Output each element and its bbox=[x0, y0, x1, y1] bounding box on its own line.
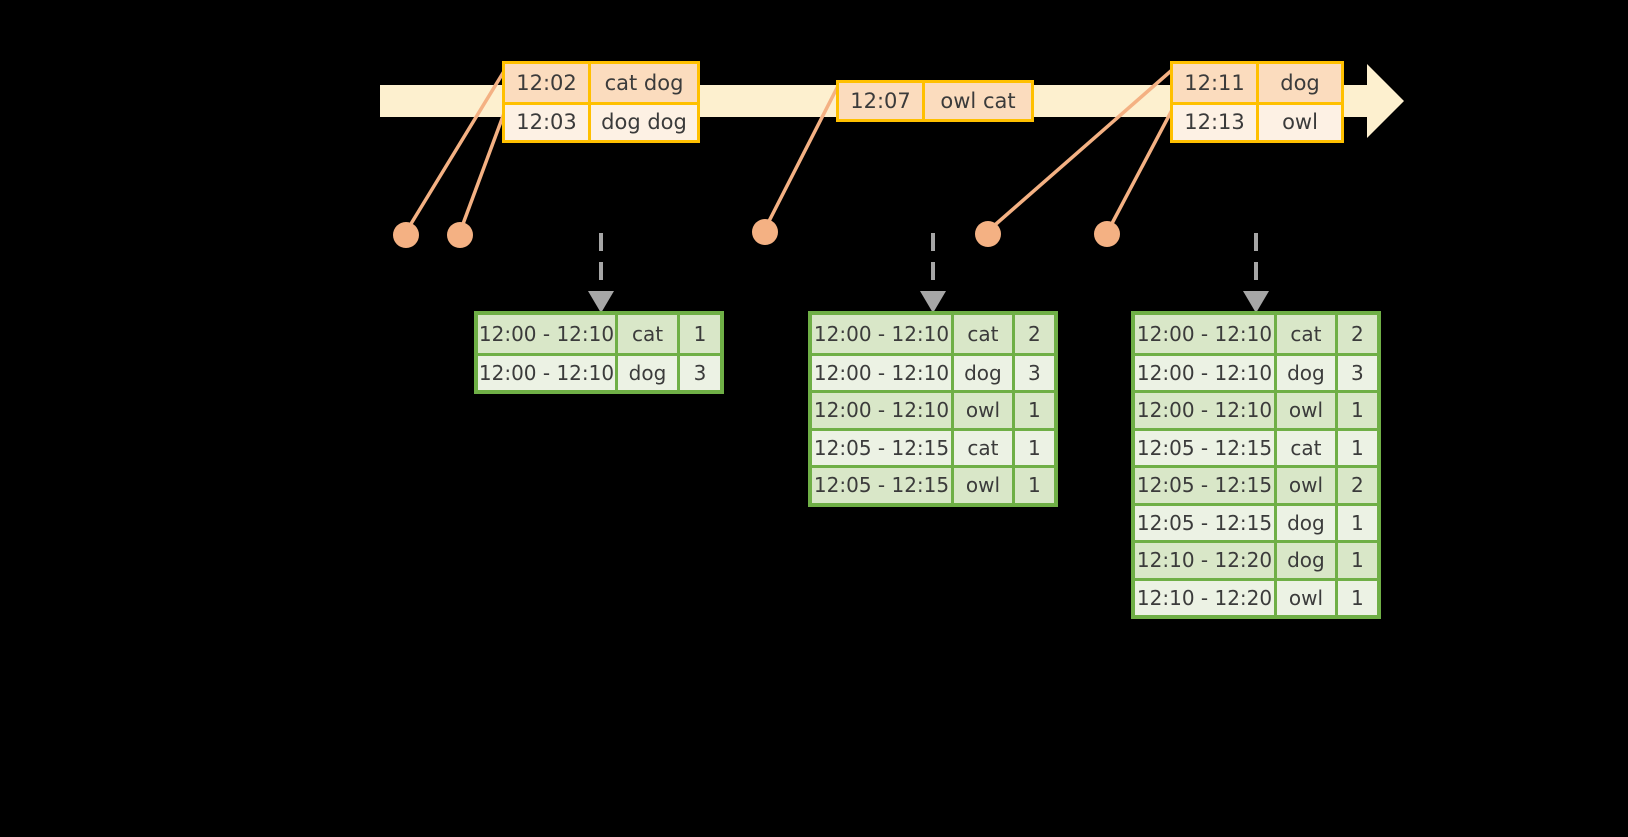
cell-count: 3 bbox=[1337, 355, 1377, 390]
cell-count: 2 bbox=[1014, 315, 1054, 353]
event-time: 12:07 bbox=[839, 83, 925, 119]
cell-key: dog bbox=[618, 355, 680, 390]
connector-line-5 bbox=[1106, 109, 1174, 232]
cell-window: 12:00 - 12:10 bbox=[812, 393, 955, 428]
cell-key: dog bbox=[1277, 505, 1338, 540]
cell-key: cat bbox=[1277, 430, 1338, 465]
table-row[interactable]: 12:05 - 12:15 cat 1 bbox=[812, 427, 1054, 465]
cell-key: owl bbox=[1277, 580, 1338, 615]
cell-window: 12:00 - 12:10 bbox=[812, 355, 955, 390]
result-table-3[interactable]: 12:00 - 12:10 cat 2 12:00 - 12:10 dog 3 … bbox=[1131, 311, 1381, 619]
cell-key: cat bbox=[954, 430, 1015, 465]
event-text: cat dog bbox=[591, 64, 697, 102]
table-row[interactable]: 12:00 - 12:10 dog 3 bbox=[812, 352, 1054, 390]
event-row[interactable]: 12:13 owl bbox=[1173, 101, 1341, 140]
cell-count: 1 bbox=[1014, 393, 1054, 428]
cell-window: 12:05 - 12:15 bbox=[812, 468, 955, 503]
event-dot-2 bbox=[447, 222, 473, 248]
table-row[interactable]: 12:00 - 12:10 cat 2 bbox=[1135, 315, 1377, 353]
cell-count: 1 bbox=[680, 315, 720, 353]
cell-key: owl bbox=[954, 393, 1015, 428]
event-text: owl cat bbox=[925, 83, 1031, 119]
event-dot-5 bbox=[1094, 221, 1120, 247]
cell-window: 12:00 - 12:10 bbox=[1135, 355, 1278, 390]
events-group-3[interactable]: 12:11 dog 12:13 owl bbox=[1170, 61, 1344, 143]
event-dot-1 bbox=[393, 222, 419, 248]
event-time: 12:13 bbox=[1173, 104, 1259, 140]
cell-window: 12:10 - 12:20 bbox=[1135, 543, 1278, 578]
result-table-2[interactable]: 12:00 - 12:10 cat 2 12:00 - 12:10 dog 3 … bbox=[808, 311, 1058, 507]
cell-key: cat bbox=[954, 315, 1015, 353]
events-group-1[interactable]: 12:02 cat dog 12:03 dog dog bbox=[502, 61, 700, 143]
connector-line-2 bbox=[458, 107, 508, 233]
events-group-2[interactable]: 12:07 owl cat bbox=[836, 80, 1034, 122]
table-row[interactable]: 12:00 - 12:10 cat 2 bbox=[812, 315, 1054, 353]
event-text: owl bbox=[1259, 104, 1341, 140]
cell-window: 12:05 - 12:15 bbox=[1135, 430, 1278, 465]
cell-window: 12:05 - 12:15 bbox=[812, 430, 955, 465]
table-row[interactable]: 12:10 - 12:20 dog 1 bbox=[1135, 540, 1377, 578]
result-table-1[interactable]: 12:00 - 12:10 cat 1 12:00 - 12:10 dog 3 bbox=[474, 311, 724, 394]
dashed-arrow-2 bbox=[920, 233, 946, 313]
cell-window: 12:00 - 12:10 bbox=[478, 315, 618, 353]
table-row[interactable]: 12:05 - 12:15 cat 1 bbox=[1135, 427, 1377, 465]
cell-count: 2 bbox=[1337, 468, 1377, 503]
table-row[interactable]: 12:00 - 12:10 dog 3 bbox=[478, 352, 720, 390]
table-row[interactable]: 12:00 - 12:10 owl 1 bbox=[812, 390, 1054, 428]
cell-window: 12:00 - 12:10 bbox=[1135, 315, 1278, 353]
cell-key: dog bbox=[1277, 543, 1338, 578]
event-time: 12:11 bbox=[1173, 64, 1259, 102]
dashed-arrows bbox=[588, 233, 1269, 313]
cell-key: owl bbox=[1277, 393, 1338, 428]
cell-key: dog bbox=[954, 355, 1015, 390]
table-row[interactable]: 12:05 - 12:15 dog 1 bbox=[1135, 502, 1377, 540]
cell-count: 1 bbox=[1337, 393, 1377, 428]
cell-count: 3 bbox=[1014, 355, 1054, 390]
cell-key: owl bbox=[954, 468, 1015, 503]
cell-count: 2 bbox=[1337, 315, 1377, 353]
connector-line-3 bbox=[763, 85, 840, 230]
cell-count: 1 bbox=[1337, 580, 1377, 615]
cell-window: 12:10 - 12:20 bbox=[1135, 580, 1278, 615]
cell-count: 1 bbox=[1014, 430, 1054, 465]
table-row[interactable]: 12:00 - 12:10 dog 3 bbox=[1135, 352, 1377, 390]
event-row[interactable]: 12:02 cat dog bbox=[505, 64, 697, 102]
cell-window: 12:00 - 12:10 bbox=[812, 315, 955, 353]
cell-window: 12:00 - 12:10 bbox=[1135, 393, 1278, 428]
dashed-arrow-3 bbox=[1243, 233, 1269, 313]
table-row[interactable]: 12:05 - 12:15 owl 2 bbox=[1135, 465, 1377, 503]
dashed-arrow-1 bbox=[588, 233, 614, 313]
cell-key: owl bbox=[1277, 468, 1338, 503]
cell-key: cat bbox=[1277, 315, 1338, 353]
cell-key: cat bbox=[618, 315, 680, 353]
cell-count: 1 bbox=[1337, 505, 1377, 540]
cell-key: dog bbox=[1277, 355, 1338, 390]
table-row[interactable]: 12:05 - 12:15 owl 1 bbox=[812, 465, 1054, 503]
table-row[interactable]: 12:10 - 12:20 owl 1 bbox=[1135, 577, 1377, 615]
event-row[interactable]: 12:07 owl cat bbox=[839, 83, 1031, 119]
cell-window: 12:00 - 12:10 bbox=[478, 355, 618, 390]
event-row[interactable]: 12:03 dog dog bbox=[505, 101, 697, 140]
event-dots bbox=[393, 219, 1120, 248]
cell-count: 1 bbox=[1337, 430, 1377, 465]
connector-line-1 bbox=[404, 67, 508, 233]
cell-count: 1 bbox=[1014, 468, 1054, 503]
event-time: 12:02 bbox=[505, 64, 591, 102]
cell-window: 12:05 - 12:15 bbox=[1135, 468, 1278, 503]
event-time: 12:03 bbox=[505, 104, 591, 140]
event-text: dog bbox=[1259, 64, 1341, 102]
event-row[interactable]: 12:11 dog bbox=[1173, 64, 1341, 102]
table-row[interactable]: 12:00 - 12:10 owl 1 bbox=[1135, 390, 1377, 428]
cell-window: 12:05 - 12:15 bbox=[1135, 505, 1278, 540]
event-text: dog dog bbox=[591, 104, 697, 140]
event-dot-3 bbox=[752, 219, 778, 245]
event-dot-4 bbox=[975, 221, 1001, 247]
cell-count: 1 bbox=[1337, 543, 1377, 578]
table-row[interactable]: 12:00 - 12:10 cat 1 bbox=[478, 315, 720, 353]
cell-count: 3 bbox=[680, 355, 720, 390]
